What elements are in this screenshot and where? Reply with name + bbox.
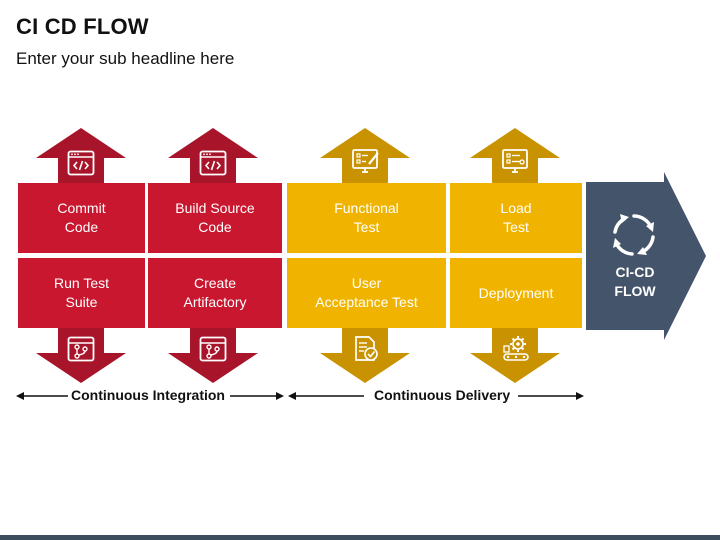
delivery-right-arrow [518, 392, 584, 400]
document-check-icon [355, 336, 378, 361]
code-window-icon [67, 150, 95, 176]
monitor-checklist-icon [502, 149, 528, 173]
refresh-cycle-icon [613, 214, 655, 256]
integration-left-arrow [16, 392, 68, 400]
gear-conveyor-icon [503, 336, 529, 361]
delivery-left-arrow [288, 392, 364, 400]
integration-right-arrow [230, 392, 284, 400]
create-artifactory-box: Create Artifactory [148, 258, 282, 328]
up-arrow-commit [36, 128, 126, 184]
git-branch-icon [199, 336, 227, 362]
up-arrow-build [168, 128, 258, 184]
git-branch-icon [67, 336, 95, 362]
continuous-delivery-label: Continuous Delivery [374, 387, 511, 403]
run-test-suite-box: Run Test Suite [18, 258, 145, 328]
down-arrow-deployment [470, 327, 560, 383]
page-subtitle: Enter your sub headline here [16, 49, 235, 68]
functional-test-box: Functional Test [287, 183, 446, 253]
load-test-box: Load Test [450, 183, 582, 253]
monitor-checklist-icon [352, 149, 379, 173]
deployment-box: Deployment [450, 258, 582, 328]
code-window-icon [199, 150, 227, 176]
continuous-integration-label: Continuous Integration [71, 387, 225, 403]
user-acceptance-test-box: User Acceptance Test [287, 258, 446, 328]
commit-code-box: Commit Code [18, 183, 145, 253]
cicd-flow-label: CI-CD FLOW [614, 264, 656, 299]
build-source-code-box: Build Source Code [148, 183, 282, 253]
cicd-flow-arrow [586, 172, 706, 340]
page-title: CI CD FLOW [16, 14, 149, 39]
bottom-accent-bar [0, 535, 720, 540]
